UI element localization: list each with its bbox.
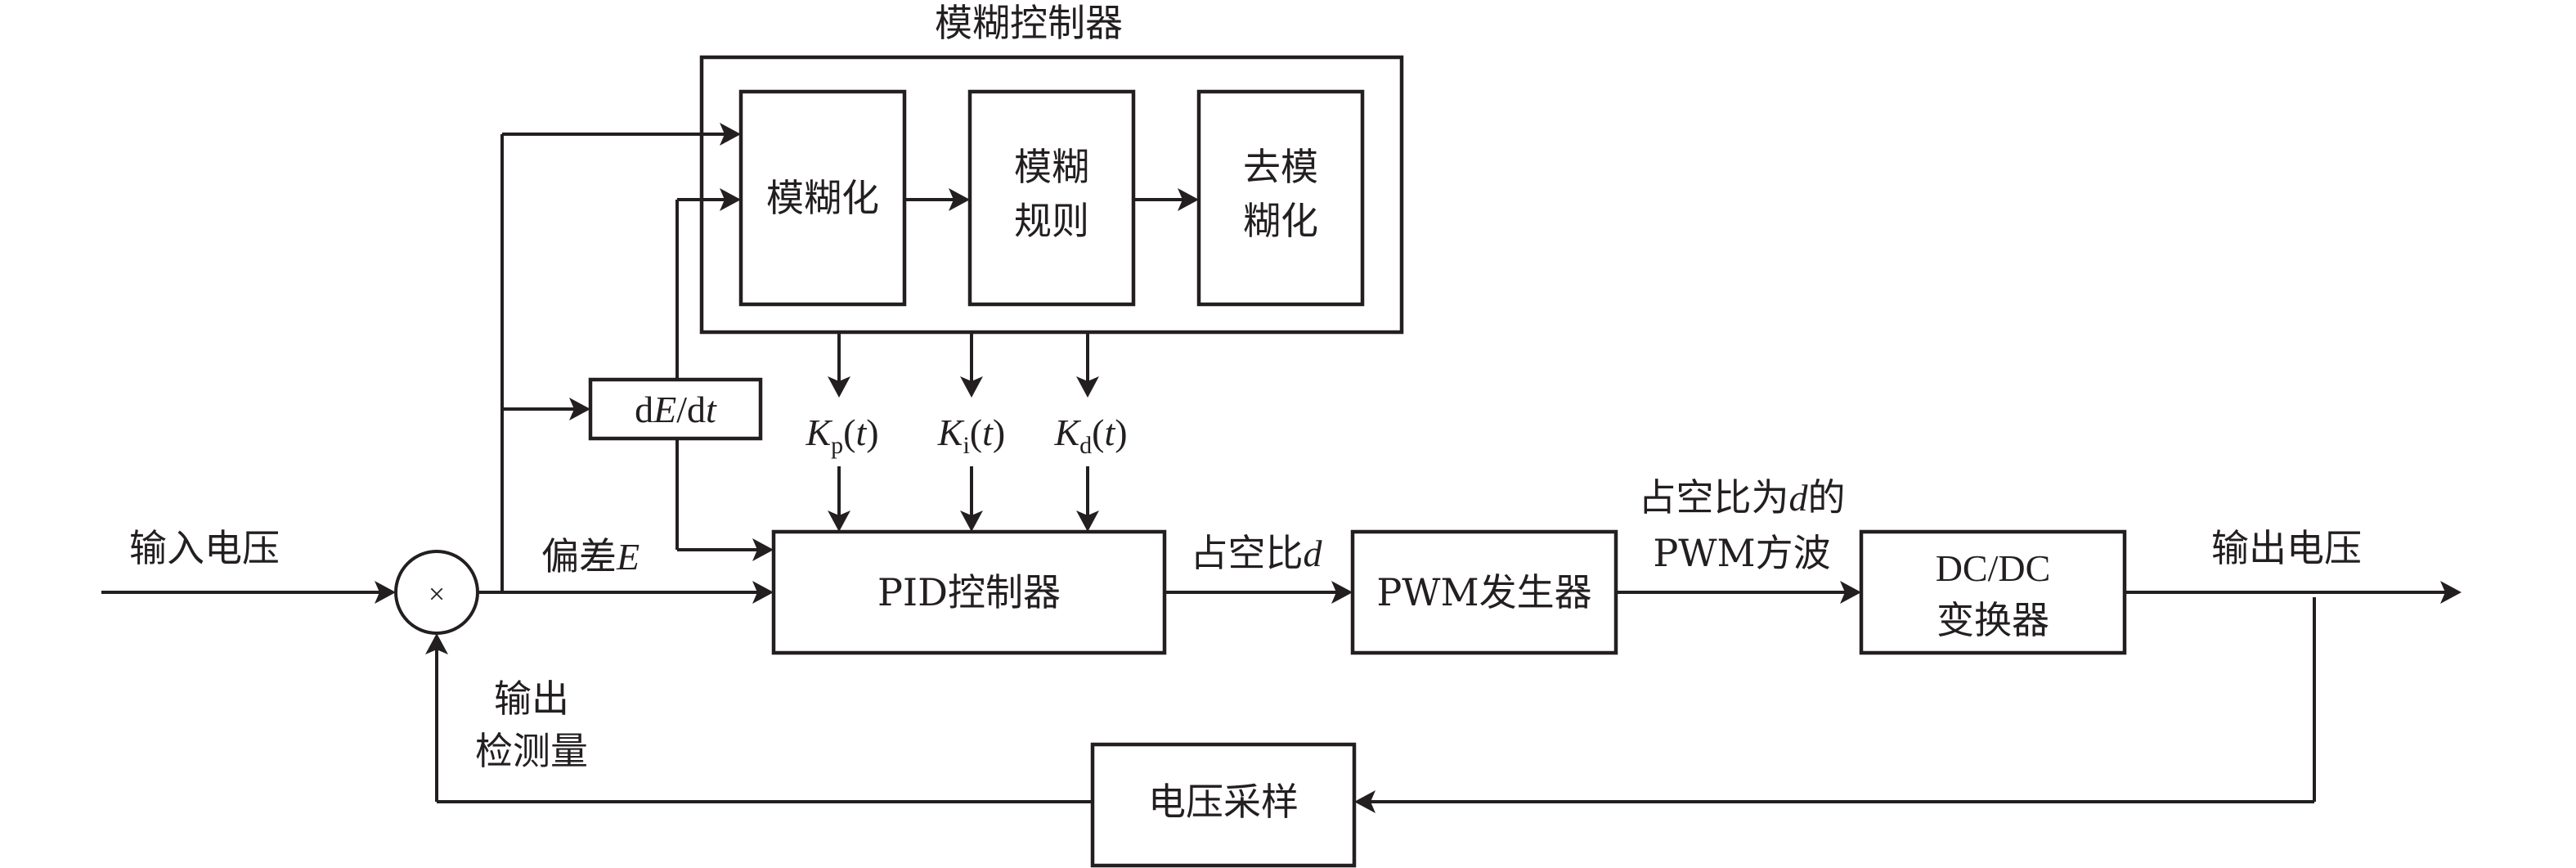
fuzzy-rules-label-line2: 规则 (1014, 199, 1089, 243)
output-voltage-label: 输出电压 (2211, 526, 2362, 570)
error-label: 偏差E (541, 534, 640, 578)
kp-out-arrowhead (828, 376, 850, 398)
voltage-sampler-label: 电压采样 (1148, 780, 1299, 824)
pwm-to-dcdc-arrowhead (1840, 581, 1861, 604)
duty-ratio-label: 占空比d (1191, 531, 1323, 575)
ki-label: Ki(t) (937, 412, 1005, 459)
fuzzification-label: 模糊化 (766, 176, 879, 220)
feedback-label-line1: 输出 (494, 677, 569, 721)
pid-controller-label: PID控制器 (877, 570, 1061, 614)
dcdc-converter-label-line1: DC/DC (1936, 547, 2051, 589)
error-to-fuzzifier-arrowhead (720, 123, 741, 146)
kp-label: Kp(t) (805, 412, 878, 459)
derivative-to-fuzzifier-arrowhead (720, 188, 741, 211)
pwm-generator-label: PWM发生器 (1376, 570, 1591, 614)
feedback-label-line2: 检测量 (475, 729, 588, 773)
voltage-sampler-block (1090, 742, 1357, 868)
kd-in-arrowhead (1076, 510, 1099, 532)
pwm-wave-label-line1: 占空比为d的 (1639, 475, 1846, 519)
pwm-generator-block (1350, 529, 1618, 655)
defuzzification-label-line2: 糊化 (1243, 199, 1318, 243)
error-to-pid-arrowhead (752, 581, 774, 604)
output-arrowhead (2440, 581, 2462, 604)
pwm-wave-label-line2: PWM方波 (1653, 531, 1830, 575)
derivative-label: dE/dt (635, 389, 717, 430)
fuzzy-controller-title: 模糊控制器 (935, 1, 1123, 45)
kd-label: Kd(t) (1053, 412, 1127, 459)
error-to-derivative-arrowhead (569, 398, 590, 421)
fuzzy-rules-block (967, 89, 1136, 307)
feedback-arrowhead (425, 633, 448, 654)
fuzzy-rules-label-line1: 模糊 (1014, 145, 1089, 189)
rules-to-defuzzify-arrowhead (1178, 188, 1199, 211)
derivative-to-pid-arrowhead (752, 538, 774, 561)
kp-in-arrowhead (828, 510, 850, 532)
kd-out-arrowhead (1076, 376, 1099, 398)
pid-to-pwm-arrowhead (1331, 581, 1353, 604)
input-arrowhead (375, 581, 396, 604)
fuzzification-block (738, 89, 907, 307)
fuzzify-to-rules-arrowhead (949, 188, 970, 211)
input-voltage-label: 输入电压 (129, 526, 280, 570)
ki-out-arrowhead (960, 376, 983, 398)
defuzzification-label-line1: 去模 (1243, 145, 1318, 189)
dcdc-converter-label-line2: 变换器 (1936, 598, 2049, 642)
summing-junction-symbol: × (429, 578, 445, 610)
ki-in-arrowhead (960, 510, 983, 532)
tap-to-sampler-arrowhead (1354, 790, 1376, 813)
defuzzification-block (1196, 89, 1365, 307)
